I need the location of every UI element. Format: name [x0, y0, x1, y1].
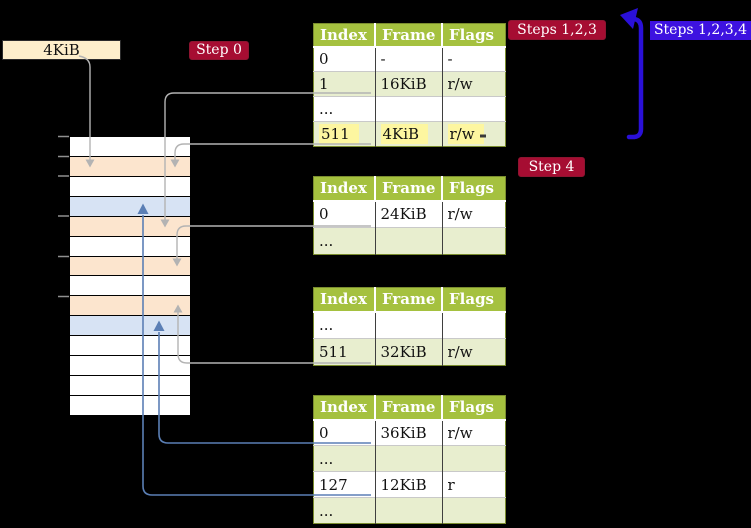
table-cell: 127	[313, 471, 375, 498]
table-cell: ...	[313, 227, 375, 255]
column-header-index: Index	[313, 287, 376, 313]
column-header-frame: Frame	[375, 23, 443, 48]
memory-frame-white	[70, 236, 190, 256]
badge-steps-1-2-3: Steps 1,2,3	[508, 20, 606, 40]
table-cell: r/w	[441, 338, 506, 366]
table-cell	[374, 96, 442, 122]
table-row: ...	[313, 96, 506, 122]
memory-frame-white	[70, 176, 190, 196]
table-cell: r/w	[441, 121, 506, 147]
table-cell: 24KiB	[374, 200, 442, 228]
memory-frame-orange	[70, 296, 190, 316]
table-cell: 511	[313, 121, 375, 147]
table-cell	[374, 311, 442, 339]
table-cell: -	[441, 46, 506, 72]
memory-frame-white	[70, 137, 190, 156]
memory-frame-orange	[70, 216, 190, 236]
table-row: 511 4KiB r/w	[313, 121, 506, 147]
table-row: ...	[313, 497, 506, 524]
table-cell: r/w	[441, 419, 506, 446]
column-header-index: Index	[313, 395, 376, 421]
column-header-frame: Frame	[375, 395, 443, 421]
table-cell: 4KiB	[374, 121, 442, 147]
column-header-frame: Frame	[375, 176, 443, 202]
highlighted-value: 4KiB	[380, 124, 429, 144]
table-cell: 32KiB	[374, 338, 442, 366]
table-cell	[441, 311, 506, 339]
table-cell: ...	[313, 445, 375, 472]
memory-frame-white	[70, 376, 190, 395]
table-cell	[374, 497, 442, 524]
column-header-flags: Flags	[442, 287, 506, 313]
badge-steps-1-2-3-4: Steps 1,2,3,4	[650, 21, 751, 40]
table-cell: -	[374, 46, 442, 72]
table-cell: 16KiB	[374, 71, 442, 97]
memory-frame-white	[70, 356, 190, 376]
memory-frame-orange	[70, 156, 190, 176]
highlighted-value: 511	[319, 124, 359, 144]
column-header-flags: Flags	[442, 176, 506, 202]
table-cell: 0	[319, 423, 329, 442]
table-cell: ...	[313, 96, 375, 122]
memory-frame-white	[70, 336, 190, 356]
table-cell	[441, 497, 506, 524]
table-cell: 0	[319, 50, 329, 69]
table-row: ...	[314, 311, 506, 339]
column-header-index: Index	[313, 176, 376, 202]
column-header-flags: Flags	[442, 395, 506, 421]
table-cell: ...	[319, 316, 334, 335]
table-cell	[441, 445, 506, 472]
table-row: 0 --	[314, 46, 506, 72]
table-cell: r/w	[441, 71, 506, 97]
badge-step-4: Step 4	[518, 157, 585, 177]
table-cell	[374, 445, 442, 472]
highlighted-value: r/w	[447, 124, 484, 144]
memory-frame-blue	[70, 196, 190, 216]
table-row: ...	[313, 227, 506, 255]
table-cell: 12KiB	[374, 471, 442, 498]
table-cell: 36KiB	[374, 419, 442, 446]
badge-step-0: Step 0	[189, 41, 249, 60]
table-row: ...	[313, 445, 506, 472]
memory-frame-orange	[70, 256, 190, 276]
table-cell: ...	[313, 497, 375, 524]
column-header-flags: Flags	[442, 23, 506, 48]
physical-memory	[70, 137, 190, 415]
memory-frame-blue	[70, 316, 190, 336]
table-cell: r/w	[441, 200, 506, 228]
column-header-frame: Frame	[375, 287, 443, 313]
frame-size-label: 4KiB	[2, 40, 121, 60]
table-cell	[441, 227, 506, 255]
memory-frame-white	[70, 276, 190, 296]
table-cell: 0	[319, 205, 329, 224]
memory-ticks	[58, 135, 69, 298]
column-header-index: Index	[313, 23, 376, 48]
table-cell: 1	[313, 71, 375, 97]
table-cell: r	[441, 471, 506, 498]
memory-frame-white	[70, 395, 190, 415]
table-cell	[441, 96, 506, 122]
table-cell: 511	[313, 338, 375, 366]
table-cell	[374, 227, 442, 255]
